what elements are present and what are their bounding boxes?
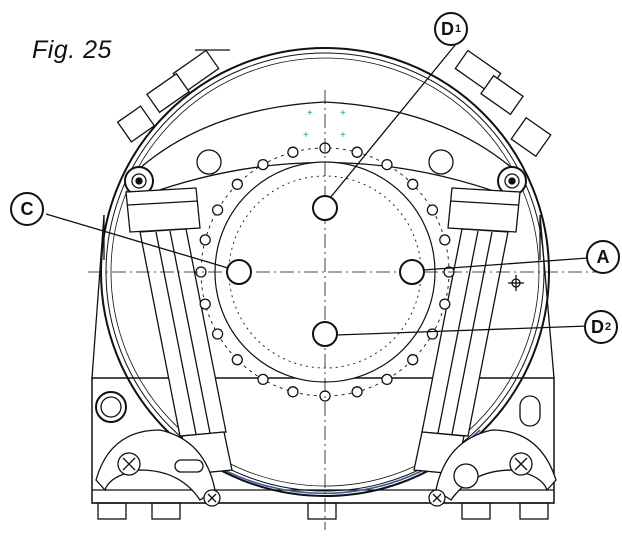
callout-d2-letter: D: [590, 316, 604, 337]
svg-text:+: +: [340, 130, 346, 141]
svg-text:+: +: [307, 108, 313, 119]
callout-c-letter: C: [20, 198, 34, 219]
callout-d1-subscript: 1: [454, 23, 462, 35]
lower-mount-right: [428, 395, 557, 507]
bolt-hole: [407, 178, 419, 190]
sensor-top-left: [116, 49, 230, 143]
bolt-hole: [287, 386, 299, 398]
bolt-hole: [407, 354, 419, 366]
bolt-hole: [211, 204, 224, 216]
hole-d2: [312, 321, 338, 347]
bolt-hole: [426, 204, 439, 216]
bolt-hole: [439, 298, 451, 310]
bolt-hole: [439, 234, 451, 246]
svg-text:+: +: [340, 108, 346, 119]
lower-mount-left: [95, 391, 221, 507]
cylinder-left: [125, 187, 233, 475]
cylinder-right: [413, 187, 521, 475]
bolt-hole: [231, 178, 243, 190]
leader-lines: [45, 43, 589, 336]
bolt-hole: [199, 298, 211, 310]
bolt-hole: [426, 328, 439, 340]
hole-c: [226, 259, 252, 285]
bolt-hole: [199, 234, 211, 246]
callout-d2-subscript: 2: [604, 321, 612, 333]
callout-c: C: [10, 192, 44, 226]
center-lines: [88, 90, 596, 530]
hole-d1: [312, 195, 338, 221]
bolt-hole: [381, 373, 393, 386]
hole-a: [399, 259, 425, 285]
bolt-hole: [381, 158, 393, 171]
target-marker: [508, 275, 524, 291]
bolt-hole: [211, 328, 224, 340]
figure-title: Fig. 25: [32, 36, 112, 64]
bolt-hole: [351, 386, 363, 398]
bolt-hole: [231, 354, 243, 366]
sensor-top-right: [454, 49, 552, 158]
bolt-hole: [287, 146, 299, 158]
svg-text:+: +: [303, 130, 309, 141]
bolt-hole: [351, 146, 363, 158]
callout-d1-letter: D: [440, 18, 454, 39]
bolt-hole: [257, 373, 269, 386]
pivot-right: [497, 166, 527, 196]
callout-a-letter: A: [596, 246, 610, 267]
callout-a: A: [586, 240, 620, 274]
bolt-hole: [257, 158, 269, 171]
